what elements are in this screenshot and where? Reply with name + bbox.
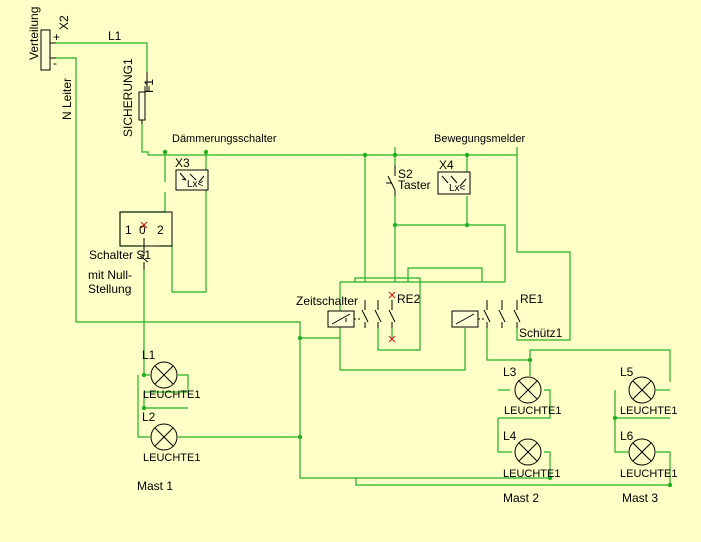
wire-relay-loop3 (407, 267, 483, 282)
wire-mast2-b (497, 418, 512, 453)
lamp3-name: LEUCHTE1 (504, 405, 561, 417)
daemmerung-label: Dämmerungsschalter (172, 133, 277, 145)
junction-dot (297, 335, 303, 341)
junction-dot (392, 222, 398, 228)
lamp1-name: LEUCHTE1 (143, 389, 200, 401)
re2-label: RE2 (397, 292, 421, 306)
junction-dot (464, 152, 470, 158)
contactor-relay-re1: RE1 Schütz1 (451, 292, 563, 340)
push-button-s2: S2 Taster (386, 165, 431, 196)
terminal-minus: - (53, 56, 57, 70)
x2-label: X2 (57, 15, 71, 30)
switch-pos-2: 2 (157, 223, 164, 237)
wire-bus-mid (395, 224, 506, 282)
wire-mast3-b (614, 418, 628, 453)
terminal-plus: + (53, 30, 60, 44)
wires (56, 42, 671, 486)
lamp-l1: L1 LEUCHTE1 (142, 348, 200, 401)
junction-dot (612, 415, 618, 421)
mast3-label: Mast 3 (622, 491, 658, 505)
wire-n-leiter (56, 57, 356, 479)
wire-l1-feed (56, 42, 148, 72)
switch-pos-1: 1 (125, 223, 132, 237)
taster-label: Taster (398, 178, 431, 192)
distribution-terminal: + - Verteilung X2 (27, 7, 71, 71)
wire-to-mast2 (486, 328, 531, 376)
wire-x3-out (159, 190, 207, 293)
schuetz-label: Schütz1 (519, 326, 563, 340)
lamp-l6: L6 LEUCHTE1 (620, 429, 677, 480)
lamp5-id: L5 (620, 365, 634, 379)
junction-dot (464, 222, 470, 228)
junction-dot (141, 372, 147, 378)
lamp2-id: L2 (142, 410, 156, 424)
junction-dot (667, 482, 673, 488)
lx-x3-label: Lx< (187, 179, 204, 190)
junction-dot (297, 434, 303, 440)
schalter-s1-label: Schalter S1 (89, 248, 151, 262)
junction-dot (527, 357, 533, 363)
lamp3-id: L3 (503, 365, 517, 379)
junction-dot (141, 405, 147, 411)
lamp-l2: L2 LEUCHTE1 (142, 410, 200, 464)
junction-dot (162, 149, 168, 155)
s2-label: S2 (398, 167, 413, 181)
junctions (141, 149, 673, 488)
wire-relay-loop2 (354, 277, 421, 351)
wire-mast3-c (656, 451, 671, 485)
l1-label: L1 (108, 29, 122, 43)
twilight-sensor-x3: X3 Lx< (175, 156, 209, 191)
lx-x4-label: Lx< (449, 183, 466, 194)
junction-dot (392, 152, 398, 158)
junction-dot (362, 152, 368, 158)
sicherung-label: SICHERUNG1 (121, 58, 135, 137)
f1-label: F1 (142, 79, 156, 93)
lamp4-name: LEUCHTE1 (503, 468, 560, 480)
wire-x4-right (516, 155, 571, 341)
sensor-x4-box (437, 171, 471, 195)
wire-x3-to-s1 (119, 192, 166, 247)
lamp5-name: LEUCHTE1 (620, 405, 677, 417)
junction-dot (203, 149, 209, 155)
wire-mast2-c (498, 389, 551, 419)
mast1-label: Mast 1 (137, 479, 173, 493)
lamp-l4: L4 LEUCHTE1 (503, 429, 560, 480)
lamp-l5: L5 LEUCHTE1 (620, 365, 677, 417)
zeitschalter-label: Zeitschalter (296, 294, 358, 308)
x4-label: X4 (439, 158, 454, 172)
motion-sensor-x4: X4 Lx< (437, 158, 471, 195)
wire-mast1-b (137, 375, 150, 438)
lamp6-id: L6 (620, 429, 634, 443)
lamp-l3: L3 LEUCHTE1 (503, 365, 561, 417)
timer-relay-re2: Zeitschalter RE2 (296, 291, 421, 343)
re1-label: RE1 (520, 292, 544, 306)
switch-pos-0: 0 (139, 223, 146, 237)
selector-switch-s1: 1 0 2 Schalter S1 mit Null- Stellung (88, 211, 173, 296)
mast2-label: Mast 2 (503, 491, 539, 505)
lamp1-id: L1 (142, 348, 156, 362)
n-leiter-label: N Leiter (60, 78, 74, 120)
wire-mast1-a (143, 360, 150, 376)
wire-mast1-c (143, 374, 189, 409)
wire-mast-bus (529, 349, 671, 382)
sensor-x3-box (175, 169, 209, 191)
verteilung-label: Verteilung (27, 7, 41, 60)
fuse-f1: SICHERUNG1 F1 (121, 58, 156, 137)
bewegung-label: Bewegungsmelder (434, 133, 525, 145)
null-stellung-1: mit Null- (88, 268, 132, 282)
x3-label: X3 (175, 156, 190, 170)
wire-mast2-d (355, 451, 670, 486)
terminal-block (40, 29, 51, 71)
lamp2-name: LEUCHTE1 (143, 452, 200, 464)
fuse-body (138, 91, 146, 121)
junction-dot (547, 475, 553, 481)
null-stellung-2: Stellung (88, 282, 131, 296)
lamp4-id: L4 (503, 429, 517, 443)
lamp6-name: LEUCHTE1 (620, 468, 677, 480)
